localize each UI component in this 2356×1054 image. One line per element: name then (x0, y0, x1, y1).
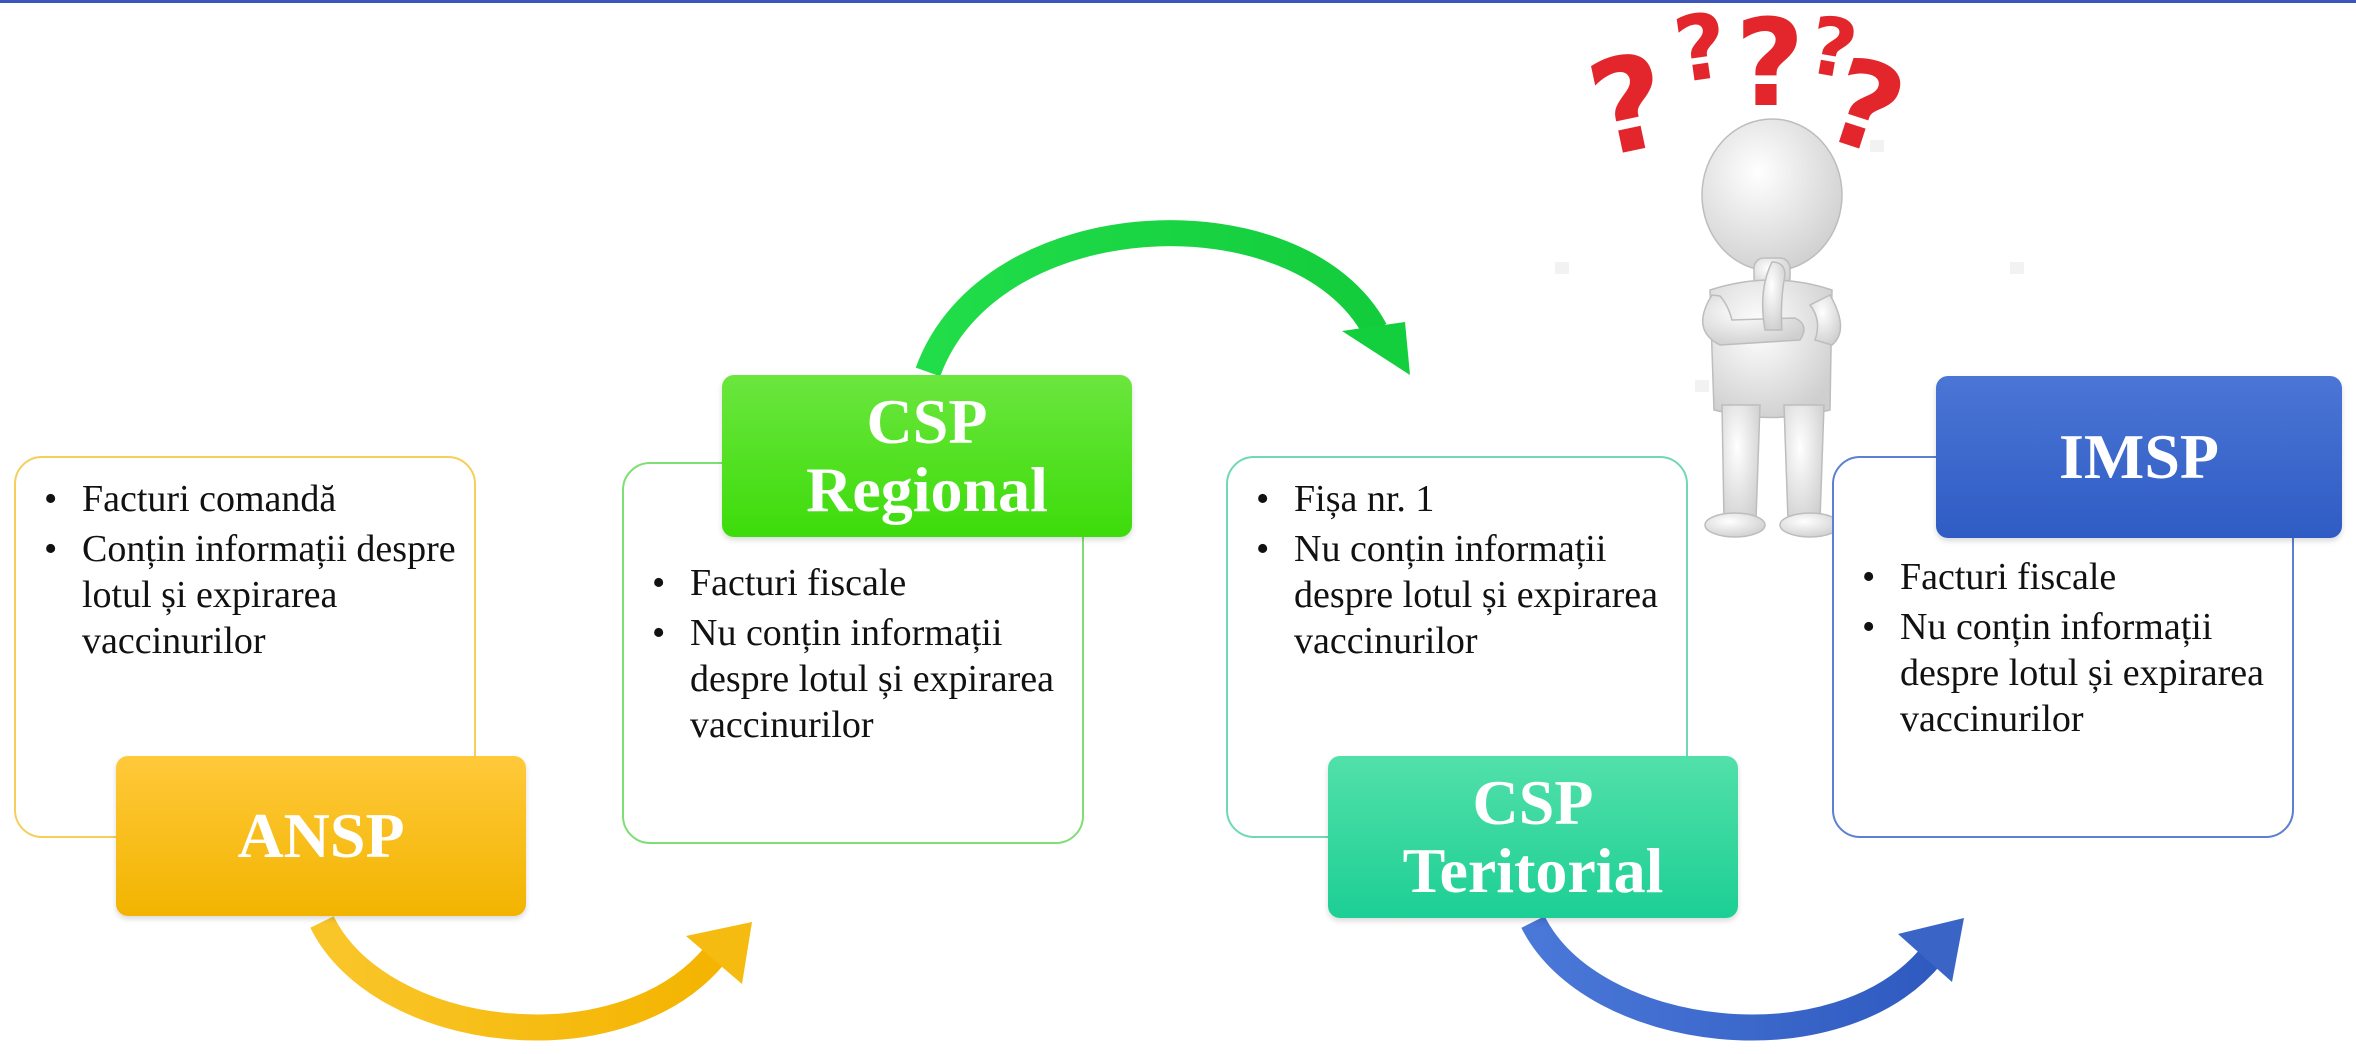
list-item: •Conțin informații despre lotul și expir… (44, 528, 456, 662)
card-csp-teritorial-bullets: •Fișa nr. 1 •Nu conțin informații despre… (1242, 476, 1674, 664)
list-item: •Nu conțin informații despre lotul și ex… (652, 612, 1055, 746)
label-csp-teritorial: CSP Teritorial (1328, 756, 1738, 918)
bullet-text: Nu conțin informații despre lotul și exp… (690, 612, 1055, 746)
bullet-text: Fișa nr. 1 (1294, 478, 1435, 520)
arrow-ansp-to-csp-regional-head (686, 922, 752, 984)
label-csp-regional-line1: CSP (866, 386, 988, 457)
label-imsp-text: IMSP (2059, 421, 2219, 492)
bullet-text: Nu conțin informații despre lotul și exp… (1900, 606, 2265, 740)
bullet-text: Nu conțin informații despre lotul și exp… (1294, 528, 1659, 662)
arrow-csp-teritorial-to-imsp-head (1898, 918, 1964, 982)
label-csp-teritorial-line1: CSP (1472, 767, 1594, 838)
card-ansp-bullets: •Facturi comandă •Conțin informații desp… (30, 476, 458, 664)
bullet-text: Conțin informații despre lotul și expira… (82, 528, 456, 662)
list-item: •Facturi fiscale (652, 562, 907, 604)
svg-text:?: ? (1576, 23, 1681, 187)
card-imsp-bullets: •Facturi fiscale •Nu conțin informații d… (1848, 554, 2280, 742)
list-item: •Nu conțin informații despre lotul și ex… (1862, 606, 2265, 740)
bullet-text: Facturi fiscale (1900, 556, 2117, 598)
watermark-pattern (1555, 140, 2024, 392)
label-ansp: ANSP (116, 756, 526, 916)
list-item: •Facturi fiscale (1862, 556, 2117, 598)
list-item: •Nu conțin informații despre lotul și ex… (1256, 528, 1659, 662)
arrow-csp-regional-to-teritorial (915, 220, 1387, 377)
label-csp-regional-line2: Regional (806, 454, 1048, 525)
arrow-ansp-to-csp-regional (310, 915, 726, 1041)
top-accent-line (0, 0, 2356, 3)
card-csp-regional-bullets: •Facturi fiscale •Nu conțin informații d… (638, 560, 1070, 748)
label-imsp: IMSP (1936, 376, 2342, 538)
label-ansp-text: ANSP (237, 800, 405, 871)
list-item: •Fișa nr. 1 (1256, 478, 1435, 520)
bullet-text: Facturi comandă (82, 478, 337, 520)
label-csp-teritorial-line2: Teritorial (1402, 835, 1664, 906)
thinking-person-question-marks-icon: ? ? ? ? ? (1555, 0, 2024, 538)
svg-text:?: ? (1668, 0, 1734, 104)
arrow-csp-regional-to-teritorial-head (1342, 322, 1410, 375)
label-csp-regional: CSP Regional (722, 375, 1132, 537)
list-item: •Facturi comandă (44, 478, 337, 520)
arrow-csp-teritorial-to-imsp (1521, 915, 1943, 1041)
figure-body (1701, 118, 1843, 538)
svg-text:?: ? (1735, 0, 1805, 134)
bullet-text: Facturi fiscale (690, 562, 907, 604)
